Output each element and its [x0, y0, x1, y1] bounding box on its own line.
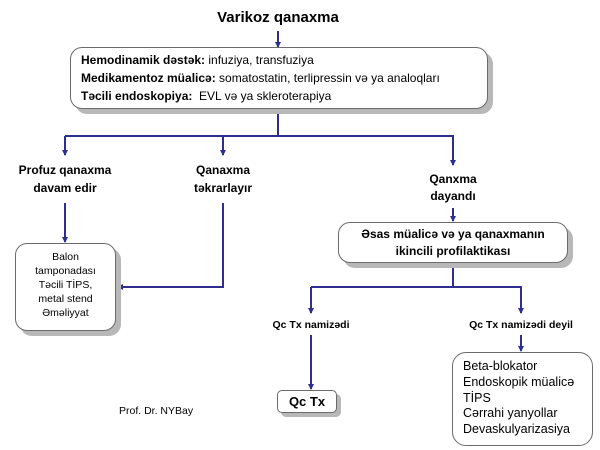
non-candidate-options-box: Beta-blokator Endoskopik müalicə TİPS Cə… [452, 352, 593, 446]
author-credit: Prof. Dr. NYBay [119, 405, 194, 417]
liver-transplant-box: Qc Tx [277, 390, 337, 413]
branch-recurrent-bleeding: Qanaxma təkrarlayır [193, 163, 253, 195]
secondary-prophylaxis-box: Əsas müalicə və ya qanaxmanın ikincili p… [338, 222, 568, 263]
option-item: Beta-blokator [463, 359, 538, 373]
option-item: TİPS [463, 390, 491, 405]
option-item: Devaskulyarizasiya [463, 422, 570, 437]
initial-line-medication: Medikamentoz müalicə: somatostatin, terl… [81, 71, 440, 85]
transplant-candidate-label: Qc Tx namizədi [272, 319, 350, 331]
rescue-therapy-box: Balon tamponadası Təcili TİPS, metal ste… [15, 243, 116, 331]
initial-management-box: Hemodinamik dəstək: infuziya, transfuziy… [70, 47, 488, 109]
transplant-not-candidate-label: Qc Tx namizədi deyil [469, 319, 573, 331]
option-item: Endoskopik müalicə [463, 374, 575, 389]
initial-line-endoscopy: Təcili endoskopiya: EVL və ya sklerotera… [81, 89, 332, 103]
diagram-title: Varikoz qanaxma [217, 9, 339, 26]
option-item: Cərrahi yanyollar [463, 406, 558, 421]
branch-bleeding-stopped: Qanxma dayandı [429, 172, 477, 203]
initial-line-hemodynamic: Hemodinamik dəstək: infuziya, transfuziy… [81, 53, 314, 67]
arrow-recurrent-to-rescue [117, 203, 224, 290]
branch-persistent-bleeding: Profuz qanaxma davam edir [18, 163, 112, 195]
